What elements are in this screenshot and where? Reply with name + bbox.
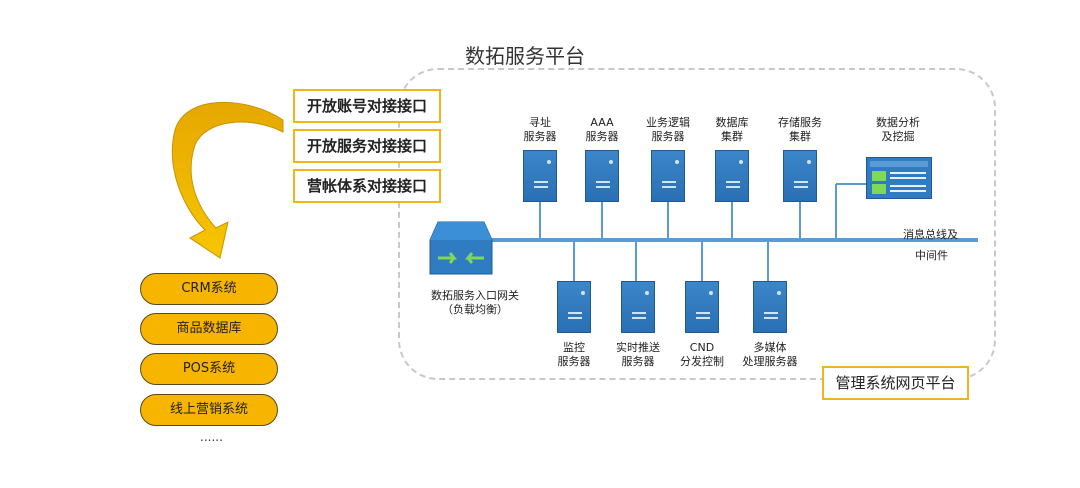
gateway-label: 数拓服务入口网关 （负载均衡） — [395, 289, 555, 317]
server-label: 业务逻辑 服务器 — [623, 116, 713, 144]
analysis-label-line2: 及挖掘 — [881, 130, 915, 143]
server-label: AAA 服务器 — [557, 116, 647, 144]
system-crm: CRM系统 — [140, 273, 278, 305]
server-label: 多媒体 处理服务器 — [725, 341, 815, 369]
server-label-line2: 分发控制 — [680, 355, 724, 368]
server-label-line2: 集群 — [721, 130, 743, 143]
server-label-line1: 寻址 — [529, 116, 551, 129]
platform-boundary — [398, 68, 996, 380]
server-label-line1: CND — [689, 341, 715, 354]
server-icon — [715, 150, 749, 202]
server-icon — [651, 150, 685, 202]
server-icon — [621, 281, 655, 333]
server-icon — [753, 281, 787, 333]
server-label: 寻址 服务器 — [495, 116, 585, 144]
server-icon — [585, 150, 619, 202]
server-label-line2: 服务器 — [523, 130, 557, 143]
server-icon — [783, 150, 817, 202]
dashboard-window-icon — [866, 157, 932, 199]
server-label: CND 分发控制 — [657, 341, 747, 369]
interface-billing: 营帐体系对接接口 — [293, 169, 441, 203]
server-label-line1: 监控 — [563, 341, 585, 354]
system-online-marketing: 线上营销系统 — [140, 394, 278, 426]
server-label-line2: 服务器 — [585, 130, 619, 143]
curved-arrow-icon — [171, 101, 284, 259]
server-label-line2: 处理服务器 — [742, 355, 798, 368]
server-label-line1: 存储服务 — [778, 116, 822, 129]
gateway-router-icon — [429, 221, 493, 275]
interface-service: 开放服务对接接口 — [293, 129, 441, 163]
server-icon — [685, 281, 719, 333]
server-label-line2: 服务器 — [651, 130, 685, 143]
server-label-line2: 集群 — [789, 130, 811, 143]
system-product-db: 商品数据库 — [140, 313, 278, 345]
systems-more: ...... — [200, 430, 223, 444]
server-label-line1: AAA — [590, 116, 614, 129]
analysis-label: 数据分析 及挖掘 — [853, 116, 943, 144]
server-label: 实时推送 服务器 — [593, 341, 683, 369]
server-label-line1: 数据库 — [715, 116, 749, 129]
server-label-line2: 服务器 — [621, 355, 655, 368]
bus-label-line1: 消息总线及 — [903, 228, 958, 241]
server-label: 数据库 集群 — [687, 116, 777, 144]
server-label-line1: 实时推送 — [616, 341, 660, 354]
server-label-line1: 业务逻辑 — [646, 116, 690, 129]
gateway-label-line2: （负载均衡） — [442, 303, 508, 316]
server-label-line1: 多媒体 — [753, 341, 787, 354]
system-pos: POS系统 — [140, 353, 278, 385]
server-icon — [523, 150, 557, 202]
platform-title: 数拓服务平台 — [465, 44, 585, 68]
bus-label-line2: 中间件 — [915, 249, 948, 262]
analysis-label-line1: 数据分析 — [876, 116, 920, 129]
server-label: 监控 服务器 — [529, 341, 619, 369]
management-platform: 管理系统网页平台 — [822, 366, 969, 400]
server-label: 存储服务 集群 — [755, 116, 845, 144]
server-label-line2: 服务器 — [557, 355, 591, 368]
interface-account: 开放账号对接接口 — [293, 89, 441, 123]
server-icon — [557, 281, 591, 333]
gateway-label-line1: 数拓服务入口网关 — [431, 289, 519, 302]
